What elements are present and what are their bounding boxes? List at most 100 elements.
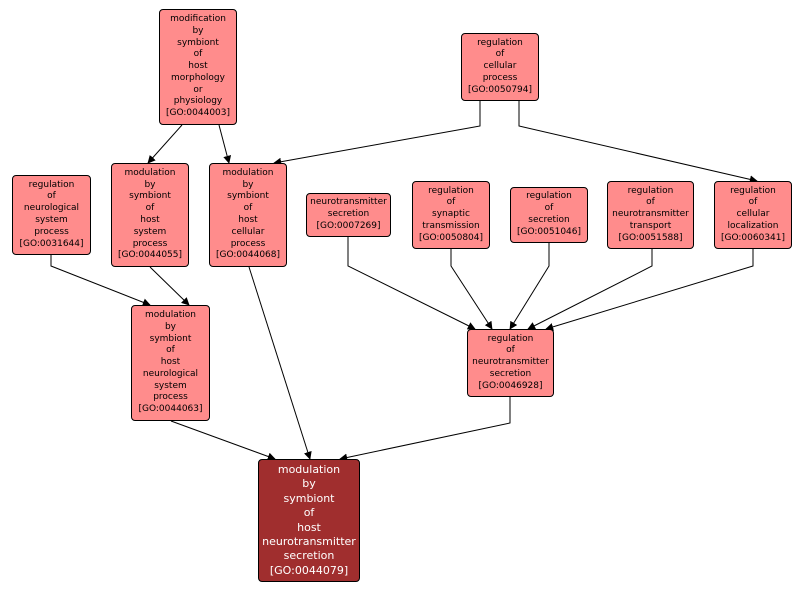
go-term-label-line: of <box>495 49 505 60</box>
go-term-label-line: neurotransmitter <box>310 197 387 208</box>
go-term-label-line: or <box>193 84 203 95</box>
go-term-id: [GO:0051588] <box>618 232 683 243</box>
go-term-id: [GO:0044063] <box>138 404 203 415</box>
go-term-label-line: of <box>646 197 655 208</box>
go-term-label-line: modulation <box>124 167 176 178</box>
go-term-label-line: regulation <box>526 191 572 202</box>
go-term-label-line: regulation <box>477 37 523 48</box>
edge-n44055-to-n44063 <box>149 266 190 306</box>
go-term-label-line: neurotransmitter <box>262 534 356 548</box>
go-term-label-line: neurotransmitter <box>472 357 549 368</box>
go-term-label-line: morphology <box>171 72 225 83</box>
go-term-label-line: neurological <box>23 203 80 214</box>
edge-n51046-to-n46928 <box>509 243 550 330</box>
go-term-label-line: process <box>132 238 168 249</box>
go-term-label-line: of <box>506 345 515 356</box>
go-term-label-line: of <box>748 197 758 208</box>
go-term-label-line: host <box>140 215 160 225</box>
edge-n50804-to-n46928 <box>450 249 493 330</box>
go-term-label-line: physiology <box>173 96 223 107</box>
go-term-label-line: transmission <box>422 220 480 231</box>
edge-n7269-to-n46928 <box>347 237 476 330</box>
go-term-label-line: localization <box>727 220 779 231</box>
edge-n31644-to-n44063 <box>50 255 151 307</box>
go-term-label-line: modulation <box>145 309 196 320</box>
go-term-label-line: transport <box>629 220 672 231</box>
go-term-label-line: symbiont <box>227 191 269 202</box>
go-term-id: [GO:0046928] <box>478 380 543 391</box>
edge-n60341-to-n46928 <box>545 249 754 331</box>
go-term-label-line: modulation <box>222 167 274 178</box>
go-term-label-line: of <box>145 203 155 214</box>
go-term-label-line: regulation <box>627 185 674 196</box>
go-term-label-line: regulation <box>730 185 776 196</box>
go-term-label-line: process <box>482 72 518 83</box>
go-term-id: [GO:0044079] <box>269 563 349 577</box>
go-term-label-line: regulation <box>487 333 534 344</box>
edge-n44063-to-n44079 <box>170 420 276 461</box>
go-term-label-line: neurotransmitter <box>612 209 689 220</box>
go-term-label-line: by <box>144 179 156 190</box>
go-term-label-line: symbiont <box>149 333 192 344</box>
edge-n44068-to-n44079 <box>248 266 312 460</box>
go-term-label-line: of <box>193 49 203 60</box>
go-term-id: [GO:0044068] <box>215 250 281 261</box>
go-term-label-line: host <box>160 357 181 368</box>
go-term-label-line: symbiont <box>177 37 219 48</box>
go-term-label-line: synaptic <box>432 209 470 220</box>
go-term-label-line: of <box>446 197 456 208</box>
go-term-label-line: modulation <box>277 462 341 476</box>
go-term-label-line: host <box>238 215 258 225</box>
go-term-id: [GO:0031644] <box>19 238 84 249</box>
go-term-label-line: cellular <box>736 209 770 220</box>
go-term-label-line: cellular <box>231 226 265 237</box>
go-term-label-line: of <box>166 345 175 356</box>
edge-n44003-to-n44055 <box>147 124 183 164</box>
edge-n50794-to-n60341 <box>518 101 758 184</box>
go-term-label-line: host <box>297 520 321 534</box>
go-term-id: [GO:0044055] <box>117 250 183 261</box>
go-term-id: [GO:0050794] <box>467 84 533 95</box>
go-term-label-line: process <box>230 238 266 249</box>
edge-n44003-to-n44068 <box>218 124 232 164</box>
go-term-label-line: process <box>153 392 188 403</box>
go-term-label-line: of <box>303 506 315 520</box>
go-term-label-line: system <box>133 226 167 237</box>
go-term-label-line: modification <box>170 13 226 24</box>
go-term-label-line: of <box>544 203 554 214</box>
go-term-id: [GO:0007269] <box>316 220 381 231</box>
go-term-label-line: regulation <box>28 179 75 190</box>
go-term-label-line: by <box>242 179 254 190</box>
go-term-label-line: host <box>188 61 208 72</box>
go-term-label-line: system <box>154 380 187 391</box>
go-term-label-line: regulation <box>428 185 474 196</box>
go-term-label-line: by <box>192 25 204 36</box>
go-term-label-line: by <box>164 321 177 332</box>
edge-n50794-to-n44068 <box>273 101 481 166</box>
go-term-label-line: secretion <box>489 368 532 379</box>
go-term-id: [GO:0051046] <box>516 226 582 237</box>
go-term-label-line: symbiont <box>129 191 171 202</box>
go-term-label-line: by <box>302 477 316 491</box>
go-term-label-line: cellular <box>483 61 517 72</box>
go-term-label-line: secretion <box>528 215 570 225</box>
go-term-label-line: system <box>35 215 68 225</box>
edge-n46928-to-n44079 <box>339 397 511 462</box>
go-term-label-line: of <box>47 191 56 202</box>
go-term-id: [GO:0044003] <box>165 108 231 119</box>
